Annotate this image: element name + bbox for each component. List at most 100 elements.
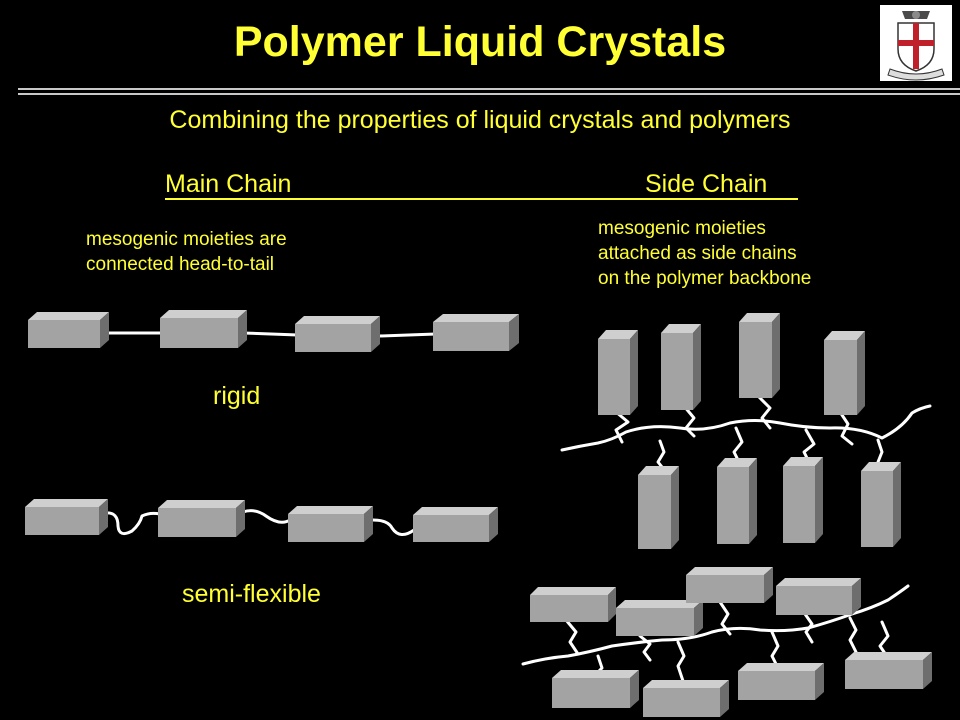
mesogen-block xyxy=(717,458,757,544)
mesogen-blocks xyxy=(25,310,932,717)
block-top-face xyxy=(643,680,729,688)
block-top-face xyxy=(616,600,703,608)
block-side-face xyxy=(720,680,729,717)
mesogen-block xyxy=(28,312,109,348)
spacer xyxy=(682,404,696,438)
block-front-face xyxy=(738,671,815,700)
block-side-face xyxy=(815,457,823,543)
block-front-face xyxy=(686,575,764,603)
block-side-face xyxy=(772,313,780,398)
spacer xyxy=(718,600,732,636)
main-chain-description: mesogenic moieties are connected head-to… xyxy=(86,227,287,277)
main-chain-heading: Main Chain xyxy=(165,170,292,198)
block-front-face xyxy=(530,595,608,622)
block-top-face xyxy=(739,313,780,322)
block-side-face xyxy=(694,600,703,636)
block-top-face xyxy=(686,567,773,575)
block-top-face xyxy=(28,312,109,320)
side-chain-description-line: attached as side chains xyxy=(598,243,797,264)
spacer xyxy=(564,618,580,656)
subtitle: Combining the properties of liquid cryst… xyxy=(169,106,791,134)
backbone xyxy=(560,404,932,452)
block-front-face xyxy=(776,586,852,615)
spacer xyxy=(803,612,814,644)
mesogen-block xyxy=(783,457,823,543)
block-front-face xyxy=(616,608,694,636)
spacer xyxy=(756,394,772,430)
block-top-face xyxy=(530,587,616,595)
block-side-face xyxy=(236,500,245,537)
block-top-face xyxy=(824,331,865,340)
block-front-face xyxy=(433,322,509,351)
block-top-face xyxy=(717,458,757,467)
chain-lines xyxy=(98,331,932,688)
mesogen-block xyxy=(776,578,861,615)
block-front-face xyxy=(824,340,857,415)
block-side-face xyxy=(630,670,639,708)
block-front-face xyxy=(783,466,815,543)
flexible-link xyxy=(371,518,416,536)
block-side-face xyxy=(923,652,932,689)
block-side-face xyxy=(815,663,824,700)
mesogen-block xyxy=(824,331,865,415)
mesogen-block xyxy=(413,507,498,542)
mesogen-block xyxy=(861,462,901,547)
block-top-face xyxy=(861,462,901,471)
university-emblem xyxy=(880,5,952,81)
block-top-face xyxy=(638,466,679,475)
side-chain-heading: Side Chain xyxy=(645,170,768,198)
mesogen-block xyxy=(616,600,703,636)
block-top-face xyxy=(160,310,247,318)
mesogen-block xyxy=(598,330,638,415)
block-front-face xyxy=(598,339,630,415)
block-top-face xyxy=(295,316,380,324)
semi-flexible-label: semi-flexible xyxy=(182,580,321,608)
block-side-face xyxy=(238,310,247,348)
block-front-face xyxy=(552,678,630,708)
block-top-face xyxy=(598,330,638,339)
mesogen-block xyxy=(158,500,245,537)
block-side-face xyxy=(608,587,616,622)
block-side-face xyxy=(489,507,498,542)
flexible-link xyxy=(241,509,292,524)
block-top-face xyxy=(158,500,245,508)
spacer xyxy=(638,634,652,662)
block-front-face xyxy=(28,320,100,348)
block-top-face xyxy=(783,457,823,466)
block-front-face xyxy=(295,324,371,352)
block-front-face xyxy=(413,515,489,542)
block-side-face xyxy=(364,506,373,542)
side-chain-description-line: on the polymer backbone xyxy=(598,268,812,289)
block-side-face xyxy=(749,458,757,544)
block-side-face xyxy=(764,567,773,603)
side-chain-description: mesogenic moieties attached as side chai… xyxy=(598,216,811,291)
block-top-face xyxy=(552,670,639,678)
block-top-face xyxy=(25,499,108,507)
title-rule-lower xyxy=(18,93,960,95)
block-front-face xyxy=(845,660,923,689)
spacer xyxy=(676,640,686,686)
block-side-face xyxy=(99,499,108,535)
backbone xyxy=(521,584,910,666)
spacer xyxy=(770,630,780,670)
block-front-face xyxy=(25,507,99,535)
mesogen-block xyxy=(643,680,729,717)
block-front-face xyxy=(160,318,238,348)
mesogen-block xyxy=(552,670,639,708)
block-front-face xyxy=(158,508,236,537)
block-side-face xyxy=(100,312,109,348)
block-side-face xyxy=(509,314,519,351)
main-chain-description-line: mesogenic moieties are xyxy=(86,229,287,250)
mesogen-block xyxy=(288,506,373,542)
mesogen-block xyxy=(738,663,824,700)
flexible-link xyxy=(104,511,162,536)
block-top-face xyxy=(738,663,824,671)
block-front-face xyxy=(643,688,720,717)
title-rule-upper xyxy=(18,88,960,90)
block-top-face xyxy=(661,324,701,333)
block-front-face xyxy=(661,333,693,410)
mesogen-block xyxy=(739,313,780,398)
block-front-face xyxy=(288,514,364,542)
block-top-face xyxy=(288,506,373,514)
block-side-face xyxy=(857,331,865,415)
